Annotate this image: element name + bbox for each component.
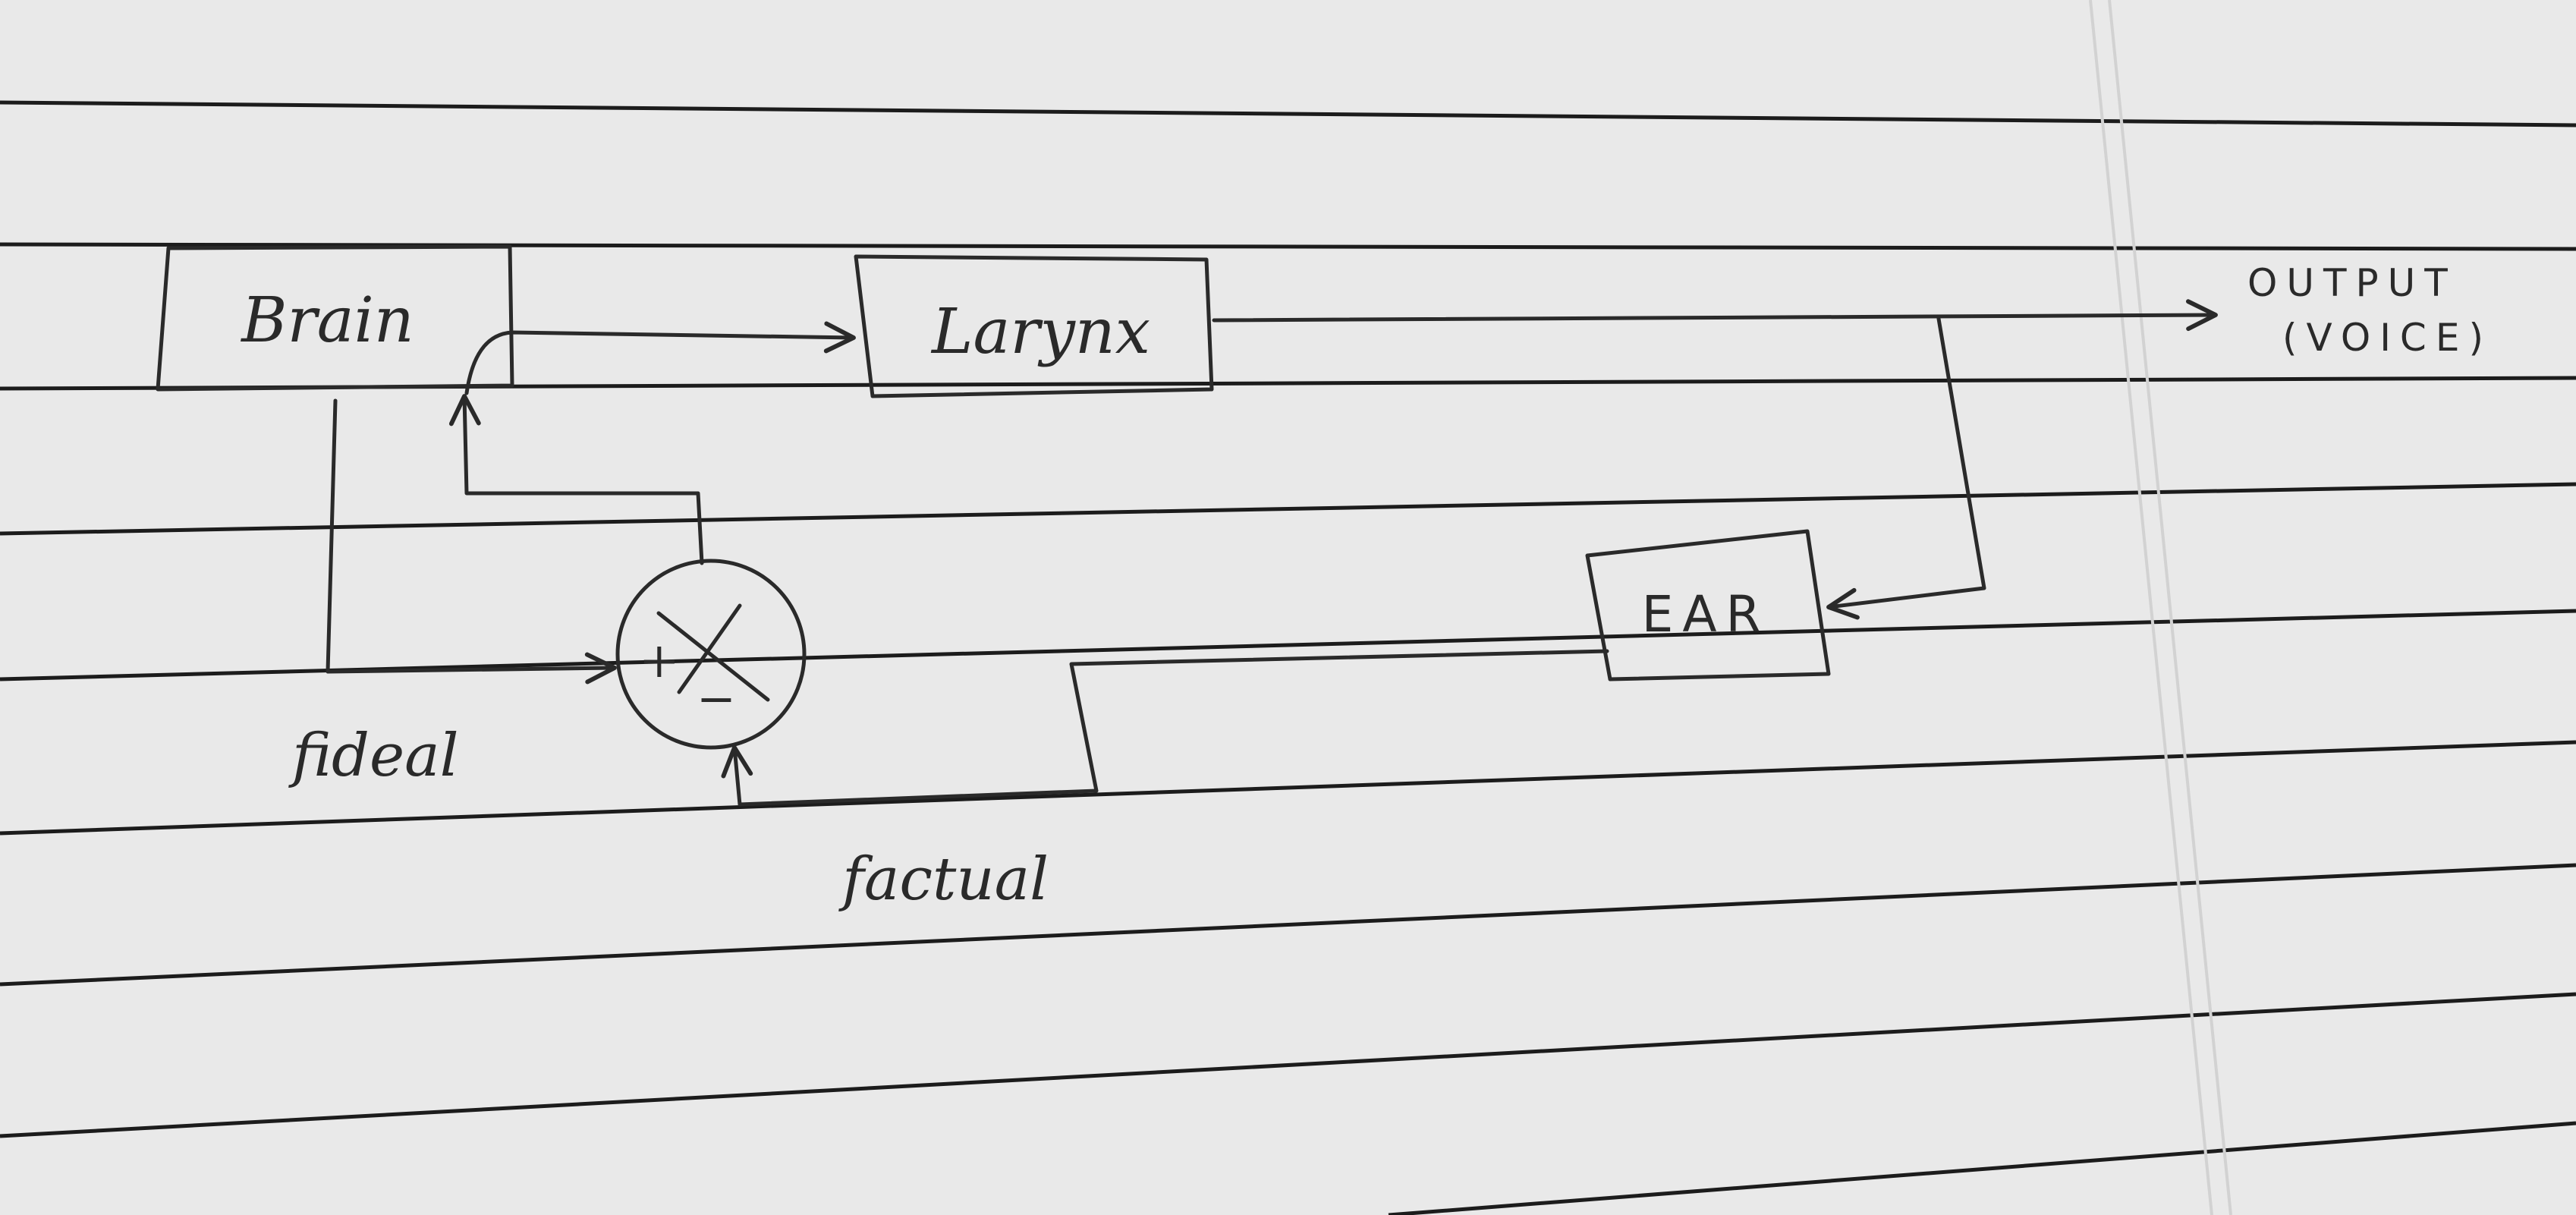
- output-label: OUTPUT (VOICE): [2247, 261, 2493, 360]
- output-label-line1: OUTPUT: [2247, 261, 2457, 305]
- ear-block: EAR: [1585, 529, 1831, 681]
- ear-label: EAR: [1642, 585, 1770, 644]
- larynx-to-output-arrow: [1212, 299, 2218, 332]
- brain-to-larynx-arrow: [464, 321, 856, 395]
- actual-signal-label: factual: [838, 845, 1049, 914]
- ideal-signal-label: fideal: [288, 722, 459, 790]
- larynx-block: Larynx: [854, 254, 1214, 398]
- brain-block: Brain: [156, 244, 514, 392]
- minus-sign: −: [697, 671, 736, 726]
- output-to-ear-arrow: [1826, 316, 1986, 620]
- summing-junction: + −: [615, 559, 807, 750]
- output-label-line2: (VOICE): [2282, 316, 2493, 360]
- summing-cross-stroke-2: [677, 603, 742, 694]
- signal-paths: [326, 299, 2218, 807]
- brain-to-junction-arrow: [326, 398, 617, 685]
- larynx-label: Larynx: [930, 296, 1150, 368]
- junction-to-brain-arrow: [448, 394, 704, 565]
- ear-to-junction-arrow: [721, 649, 1609, 807]
- margin-lines: [2089, 0, 2232, 1215]
- brain-label: Brain: [240, 285, 414, 357]
- summing-cross-stroke-1: [656, 611, 770, 702]
- plus-sign: +: [639, 633, 680, 689]
